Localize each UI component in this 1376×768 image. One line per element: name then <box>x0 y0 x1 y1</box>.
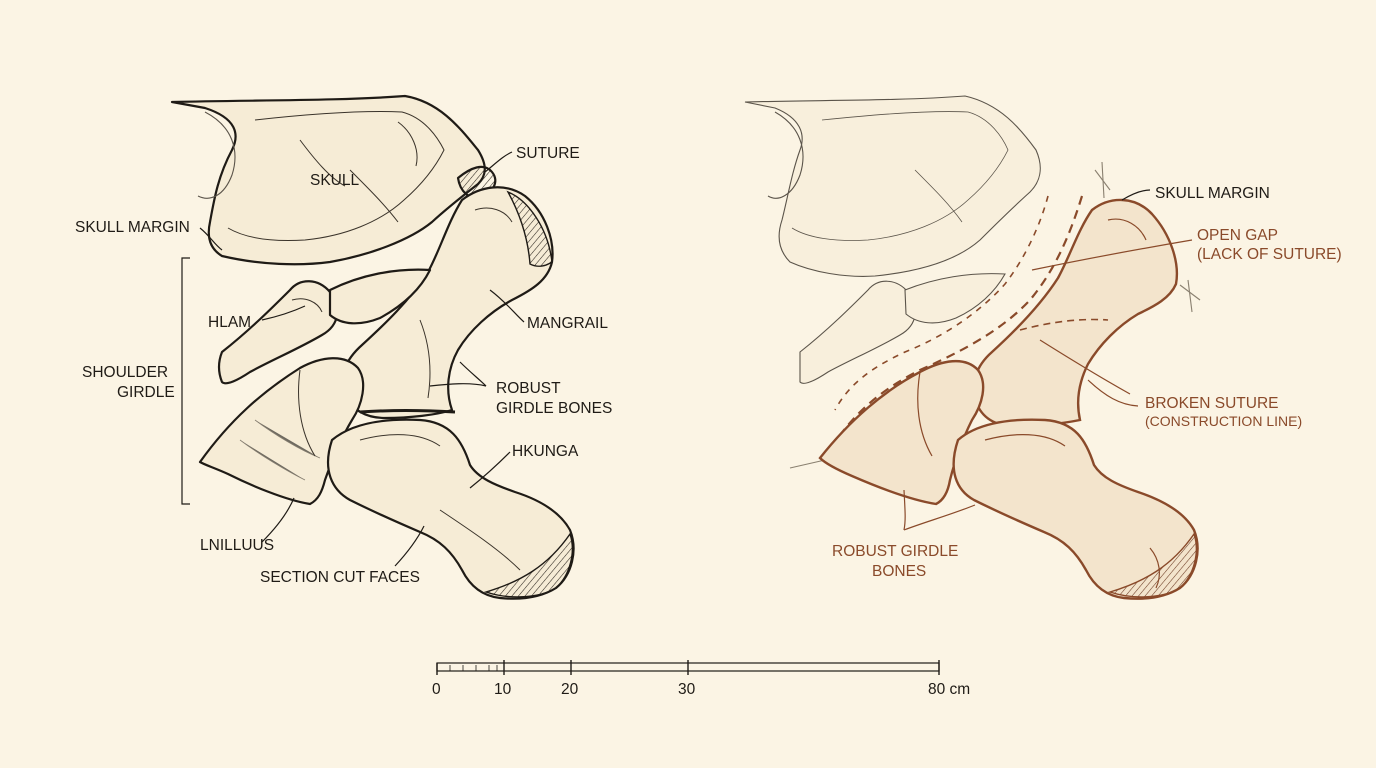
label-suture: SUTURE <box>516 145 580 162</box>
scale-tick-20: 20 <box>561 681 579 698</box>
label-shoulder-girdle-1: SHOULDER <box>82 364 168 381</box>
label-skull-margin-right: SKULL MARGIN <box>1155 185 1270 202</box>
label-open-gap-2: (LACK OF SUTURE) <box>1197 246 1342 263</box>
scale-tick-10: 10 <box>494 681 512 698</box>
label-mangrail: MANGRAIL <box>527 315 608 332</box>
label-hkunga: HKUNGA <box>512 443 579 460</box>
label-robust-right-1: ROBUST GIRDLE <box>832 543 958 560</box>
label-robust-1: ROBUST <box>496 380 561 397</box>
label-skull-margin-left: SKULL MARGIN <box>75 219 190 236</box>
left-leader-lines <box>181 151 525 567</box>
right-panel-drawing <box>744 95 1201 600</box>
left-hlam-bone <box>217 280 339 385</box>
label-broken-suture-1: BROKEN SUTURE <box>1145 395 1279 412</box>
right-skull <box>744 95 1041 277</box>
label-lnilluus: LNILLUUS <box>200 537 274 554</box>
label-broken-suture-2: (CONSTRUCTION LINE) <box>1145 413 1302 429</box>
label-robust-2: GIRDLE BONES <box>496 400 612 417</box>
label-section-cut: SECTION CUT FACES <box>260 569 420 586</box>
scale-tick-30: 30 <box>678 681 696 698</box>
label-robust-right-2: BONES <box>872 563 926 580</box>
left-labels: SUTURE SKULL SKULL MARGIN HLAM MANGRAIL … <box>75 145 612 586</box>
left-mangrail-bone <box>341 186 554 420</box>
right-leader-lines <box>903 189 1193 531</box>
left-panel-drawing <box>170 94 575 600</box>
label-shoulder-girdle-2: GIRDLE <box>117 384 175 401</box>
scale-tick-0: 0 <box>432 681 441 698</box>
label-open-gap-1: OPEN GAP <box>1197 227 1278 244</box>
scale-tick-80: 80 cm <box>928 681 970 698</box>
right-mangrail-bone <box>972 198 1179 428</box>
left-skull <box>170 94 486 266</box>
label-hlam: HLAM <box>208 314 251 331</box>
scale-bar: 0 10 20 30 80 cm <box>432 660 970 698</box>
right-labels: SKULL MARGIN OPEN GAP (LACK OF SUTURE) B… <box>832 185 1342 580</box>
label-skull: SKULL <box>310 172 359 189</box>
